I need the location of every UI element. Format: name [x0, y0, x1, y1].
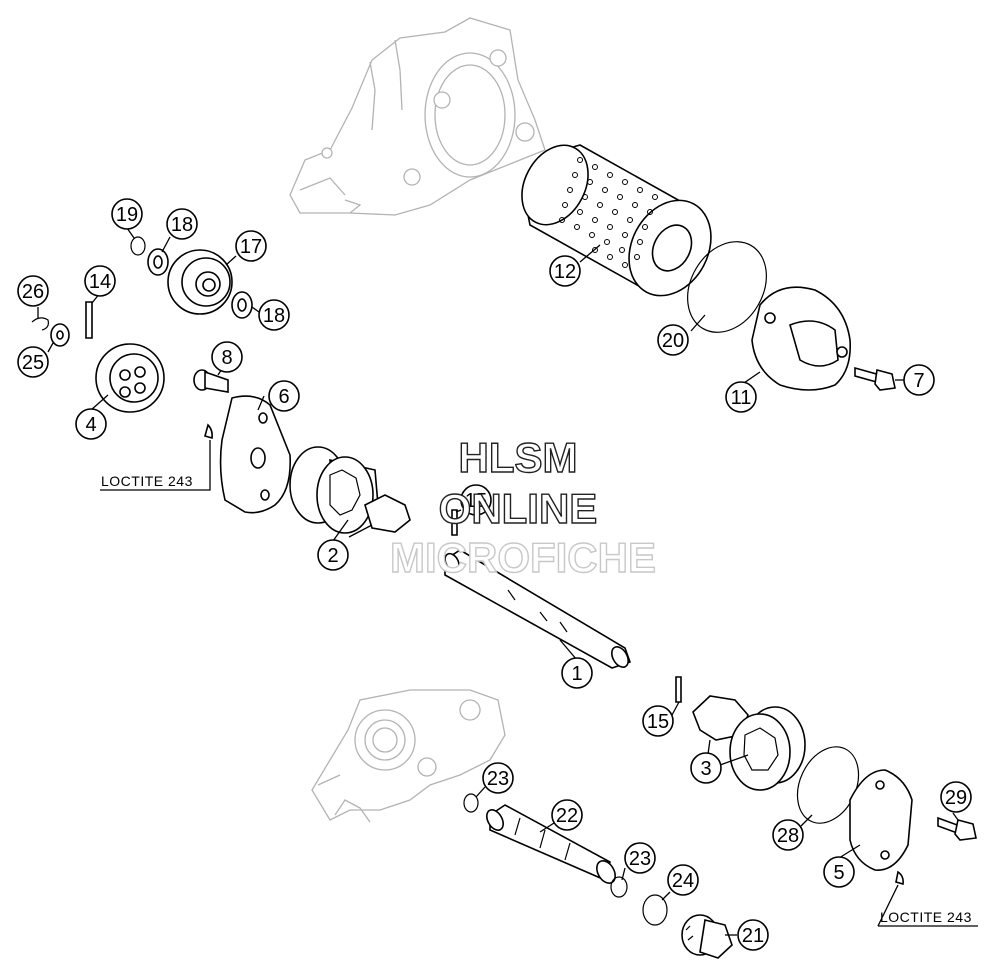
callout-22: 22: [551, 799, 583, 831]
callout-14-label: 14: [89, 271, 111, 293]
filter-cover: [751, 286, 852, 391]
callout-24-label: 24: [672, 870, 694, 892]
pin-14: [85, 301, 93, 339]
callout-8-label: 8: [221, 347, 232, 369]
callout-21-label: 21: [742, 925, 764, 947]
callout-23-lower: 23: [624, 842, 656, 874]
o-ring-20: [687, 241, 767, 333]
callout-15-lower-label: 15: [647, 711, 669, 733]
callout-20-label: 20: [662, 330, 684, 352]
callout-4: 4: [75, 408, 107, 440]
rotor-outer-3: [729, 706, 806, 791]
callout-2: 2: [317, 539, 349, 571]
retaining-ring-19: [130, 236, 146, 256]
loctite-label-left: LOCTITE 243: [101, 473, 193, 489]
callout-15-lower: 15: [642, 705, 674, 737]
callout-18-top-label: 18: [171, 214, 193, 236]
drain-plug: [681, 914, 733, 959]
callout-6: 6: [268, 380, 300, 412]
loctite-drop-left: [204, 423, 213, 440]
callout-7-label: 7: [913, 370, 924, 392]
callout-14: 14: [84, 265, 116, 297]
pump-plate: [219, 395, 292, 514]
pump-rotor-2: [289, 446, 411, 534]
callout-23-lower-label: 23: [629, 848, 651, 870]
callout-11: 11: [725, 381, 757, 413]
callout-20: 20: [657, 324, 689, 356]
oil-filter: [521, 144, 712, 297]
pump-cover: [849, 769, 913, 871]
watermark: HLSM ONLINE MICROFICHE: [389, 433, 656, 581]
gear-17: [167, 249, 233, 315]
callout-3-label: 3: [700, 758, 711, 780]
callout-17: 17: [235, 230, 267, 262]
callout-1: 1: [561, 657, 593, 689]
washer-18-bottom: [231, 291, 253, 319]
callout-18-bottom: 18: [258, 299, 290, 331]
watermark-line-3: MICROFICHE: [390, 534, 656, 581]
callout-18-bottom-label: 18: [263, 305, 285, 327]
callout-15-upper: 15: [460, 484, 492, 516]
o-ring-23-upper: [463, 793, 479, 813]
callout-23-upper: 23: [482, 762, 514, 794]
callout-11-label: 11: [731, 387, 752, 409]
callout-22-label: 22: [556, 805, 578, 827]
gear-4: [95, 343, 165, 413]
callout-28: 28: [772, 819, 804, 851]
callout-29-label: 29: [945, 787, 967, 809]
callout-2-label: 2: [327, 545, 338, 567]
callout-12-label: 12: [554, 261, 576, 283]
callout-29: 29: [940, 781, 972, 813]
engine-case-outline-bottom: [311, 689, 506, 823]
callout-12: 12: [549, 255, 581, 287]
callout-5: 5: [823, 856, 855, 888]
loctite-label-right: LOCTITE 243: [880, 909, 972, 925]
watermark-line-2: ONLINE: [439, 485, 598, 532]
callout-19-label: 19: [116, 204, 138, 226]
oil-strainer: [486, 804, 616, 884]
o-ring-24: [642, 894, 668, 926]
callout-25-label: 25: [22, 352, 44, 374]
callout-26: 26: [17, 275, 49, 307]
washer-25: [50, 323, 70, 347]
callout-15-upper-label: 15: [465, 490, 487, 512]
callout-23-upper-label: 23: [487, 768, 509, 790]
callout-21: 21: [737, 919, 769, 951]
leader-lines: [37, 227, 978, 936]
washer-18-top: [147, 248, 169, 276]
callout-28-label: 28: [777, 825, 799, 847]
callout-4-label: 4: [85, 414, 96, 436]
pin-15-upper: [451, 509, 458, 536]
callout-26-label: 26: [22, 281, 44, 303]
callout-24: 24: [667, 864, 699, 896]
watermark-line-1: HLSM: [459, 434, 578, 481]
bolt-7: [854, 366, 896, 391]
callout-8: 8: [211, 341, 243, 373]
bolt-8: [193, 369, 229, 393]
clip-26: [31, 317, 49, 331]
bolt-29: [937, 816, 977, 841]
callout-19: 19: [111, 198, 143, 230]
pump-shaft: [444, 549, 632, 669]
callout-17-label: 17: [240, 236, 262, 258]
o-ring-23-lower: [610, 876, 628, 898]
callout-1-label: 1: [571, 663, 582, 685]
callout-7: 7: [903, 364, 935, 396]
callout-6-label: 6: [278, 386, 289, 408]
callout-18-top: 18: [166, 208, 198, 240]
callout-3: 3: [690, 752, 722, 784]
loctite-drop-right: [895, 870, 904, 886]
pin-15-lower: [675, 676, 682, 703]
engine-case-outline-top: [289, 17, 546, 216]
callout-5-label: 5: [833, 862, 844, 884]
callout-25: 25: [17, 346, 49, 378]
